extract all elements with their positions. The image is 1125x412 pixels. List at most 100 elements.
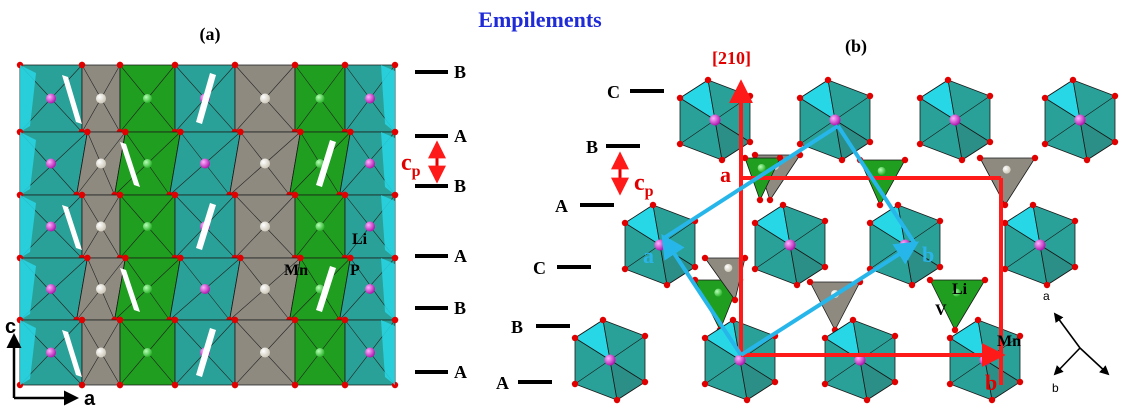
- li-atom: [604, 354, 616, 366]
- cyan-facet: [381, 132, 395, 195]
- oxygen-atom: [701, 334, 709, 342]
- mn-atom: [96, 347, 106, 358]
- li-atom: [46, 158, 56, 169]
- oxygen-atom: [796, 94, 804, 102]
- octahedron-edge: [859, 359, 868, 401]
- cyan-unit-cell: a b: [643, 124, 934, 357]
- octahedron-edge: [1079, 119, 1116, 143]
- oxygen-atom: [838, 156, 846, 164]
- octahedron-edge: [609, 335, 646, 361]
- p-atom: [143, 348, 152, 357]
- octahedron-edge: [1004, 244, 1041, 270]
- oxygen-atom: [1031, 154, 1039, 162]
- octahedron-edge: [739, 359, 748, 401]
- mn-atom: [96, 158, 106, 169]
- oxygen-atom: [347, 254, 354, 262]
- cp-label-a: cp: [401, 150, 421, 180]
- oxygen-atom: [122, 254, 129, 262]
- oxygen-atom: [974, 316, 982, 324]
- figure-title: Empilements: [478, 7, 602, 32]
- mn-atom: [260, 347, 270, 358]
- structure-gap: [62, 330, 82, 377]
- oxygen-atom: [177, 254, 184, 262]
- oxygen-atom: [116, 191, 124, 199]
- oxygen-atom: [766, 196, 774, 204]
- oxygen-atom: [1083, 156, 1091, 164]
- oxygen-atom: [1016, 332, 1024, 340]
- direction-210-label: [210]: [712, 48, 751, 68]
- oxygen-atom: [291, 61, 299, 69]
- octahedron-edge: [789, 244, 826, 268]
- axis-a-label: a: [84, 388, 96, 410]
- panel-a-structure: [16, 61, 399, 389]
- oxygen-atom: [1069, 76, 1077, 84]
- oxygen-atom: [718, 156, 726, 164]
- oxygen-atom: [866, 138, 874, 146]
- octahedron-edge: [1079, 95, 1116, 121]
- oxygen-atom: [571, 380, 579, 388]
- oxygen-atom: [821, 380, 829, 388]
- oxygen-atom: [946, 334, 954, 342]
- oxygen-atom: [901, 156, 909, 164]
- layer-label-b-5: B: [511, 317, 523, 337]
- oxygen-atom: [986, 138, 994, 146]
- tetra-atom: [757, 164, 766, 172]
- oxygen-atom: [988, 396, 996, 404]
- octahedron-edge: [574, 359, 611, 385]
- octahedron-edge: [609, 359, 618, 401]
- octahedron-edge: [789, 220, 826, 246]
- octahedron-edge: [704, 337, 741, 361]
- oxygen-atom: [1029, 201, 1037, 209]
- oxygen-atom: [926, 276, 934, 284]
- p-atom: [143, 284, 152, 294]
- octahedron-edge: [624, 244, 661, 270]
- octahedron-edge: [714, 119, 723, 161]
- oxygen-atom: [641, 378, 649, 386]
- oxygen-atom: [958, 156, 966, 164]
- oxygen-atom: [936, 217, 944, 225]
- octahedron-edge: [1044, 97, 1081, 121]
- axis-c-label: c: [5, 316, 16, 338]
- oxygen-atom: [981, 276, 989, 284]
- oxygen-atom: [341, 61, 349, 69]
- octahedron-edge: [834, 119, 871, 143]
- octahedron-edge: [1032, 204, 1041, 246]
- oxygen-atom: [291, 191, 299, 199]
- octahedron-edge: [824, 359, 861, 385]
- oxygen-atom: [84, 128, 91, 136]
- oxygen-atom: [78, 61, 86, 69]
- element-v-b: V: [935, 302, 947, 319]
- li-atom: [46, 284, 56, 294]
- li-atom: [829, 114, 841, 126]
- oxygen-atom: [1111, 92, 1119, 100]
- layer-label-b-1: C: [607, 82, 620, 102]
- oxygen-atom: [751, 265, 759, 273]
- tetra-atom: [952, 288, 961, 297]
- axis-extra-small-arrow: [1079, 347, 1110, 376]
- oxygen-atom: [84, 254, 91, 262]
- oxygen-atom: [806, 278, 814, 286]
- octahedron-edge: [609, 359, 646, 383]
- octahedron-edge: [659, 244, 668, 286]
- structure-gap: [62, 75, 82, 124]
- structure-gap: [120, 142, 140, 187]
- oxygen-atom: [1016, 378, 1024, 386]
- octahedron-edge: [782, 204, 791, 246]
- cyan-facet: [381, 65, 395, 132]
- tetrahedron: [976, 154, 1039, 209]
- panel-a-layer-labels: B A B A B A: [415, 62, 467, 382]
- oxygen-atom: [171, 191, 179, 199]
- oxygen-atom: [894, 201, 902, 209]
- cyan-facet: [20, 195, 36, 258]
- mn-atom: [96, 284, 106, 294]
- octahedron-edge: [707, 79, 716, 121]
- li-atom: [734, 354, 746, 366]
- oxygen-atom: [663, 281, 671, 289]
- panel-a: (a) B A B A B A cp Li Mn P c a: [5, 24, 467, 410]
- mn-atom: [260, 158, 270, 169]
- oxygen-atom: [231, 316, 239, 324]
- octahedron-edge: [1039, 220, 1076, 246]
- layer-label-a-1: B: [454, 62, 466, 82]
- oxygen-atom: [291, 381, 299, 389]
